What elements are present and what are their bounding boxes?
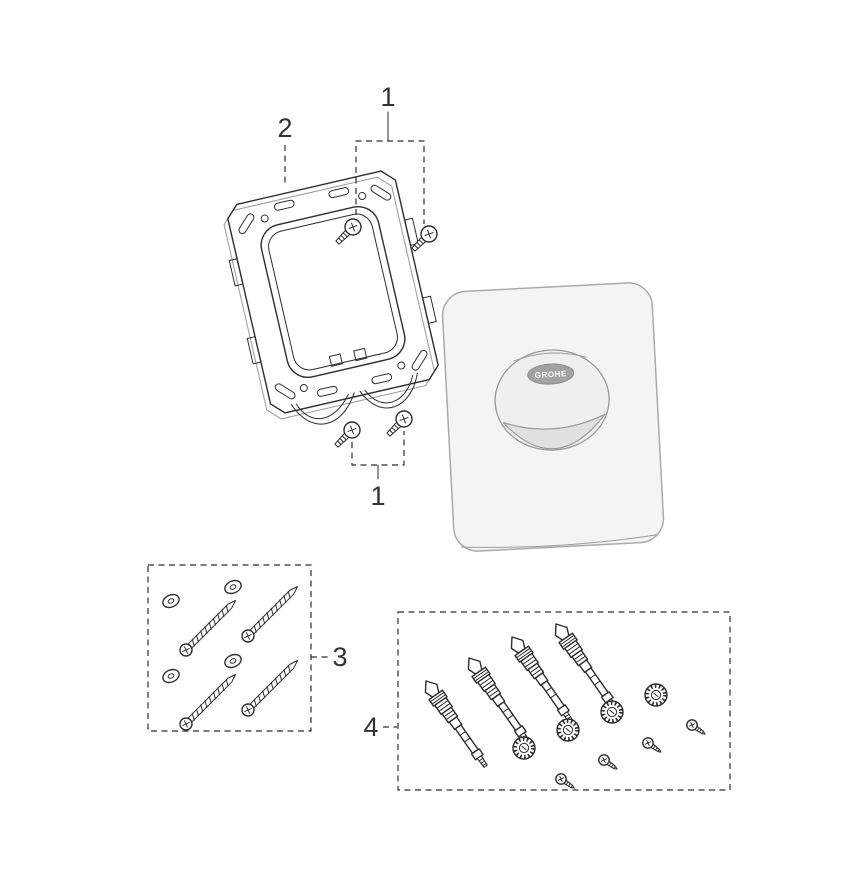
long-screw-icon	[238, 655, 303, 720]
anchor-bolt-icon	[418, 675, 494, 772]
tiny-screw-icon	[640, 735, 665, 758]
screw-icon	[330, 417, 365, 452]
screw-icon	[331, 214, 366, 249]
knurled-cap-icon	[643, 682, 669, 708]
callout-label-2: 2	[277, 113, 293, 143]
grohe-badge	[527, 363, 575, 385]
frame-edge-slots	[273, 187, 393, 397]
callout-bracket-1-top	[355, 111, 425, 224]
dashed-box-3	[147, 564, 312, 732]
washer-icon	[222, 577, 244, 597]
button-highlight	[513, 352, 587, 362]
long-screw-icon	[176, 595, 241, 660]
knurled-cap-icon	[555, 717, 581, 743]
plate-thickness-line	[461, 534, 658, 548]
tiny-screw-icon	[684, 717, 709, 740]
washer-icon	[160, 591, 182, 611]
frame-outline	[227, 170, 439, 414]
long-screw-icon	[176, 669, 241, 734]
frame-spring-wires	[290, 372, 418, 425]
knurled-cap-icon	[511, 735, 537, 761]
mounting-frame	[223, 170, 439, 425]
flush-button-lower	[502, 413, 606, 450]
callout-label-1-bottom: 1	[370, 481, 386, 511]
bolt-set-box	[397, 611, 731, 794]
tiny-screw-icon	[553, 771, 578, 794]
tiny-screw-icon	[596, 752, 621, 775]
flush-plate: GROHE	[441, 282, 665, 552]
screw-set-box	[147, 564, 312, 734]
fixing-screws-bottom	[330, 406, 417, 452]
long-screw-icon	[238, 581, 303, 646]
screw-icon	[382, 406, 417, 441]
frame-screw-holes	[260, 191, 406, 393]
frame-gasket	[268, 213, 398, 371]
dashed-box-4	[397, 611, 731, 791]
washer-icon	[160, 666, 182, 686]
frame-opening	[260, 205, 406, 379]
callout-label-3: 3	[332, 642, 348, 672]
knurled-cap-icon	[599, 699, 625, 725]
callout-label-4: 4	[363, 712, 379, 742]
frame-corner-slots	[238, 184, 428, 400]
frame-depth-outline	[223, 176, 435, 420]
callout-label-1-top: 1	[380, 82, 396, 112]
callout-bracket-1-bottom	[351, 431, 405, 480]
washer-icon	[222, 651, 244, 671]
screw-icon	[407, 221, 442, 256]
grohe-logo-text: GROHE	[534, 369, 567, 380]
frame-bottom-clips	[328, 347, 368, 367]
